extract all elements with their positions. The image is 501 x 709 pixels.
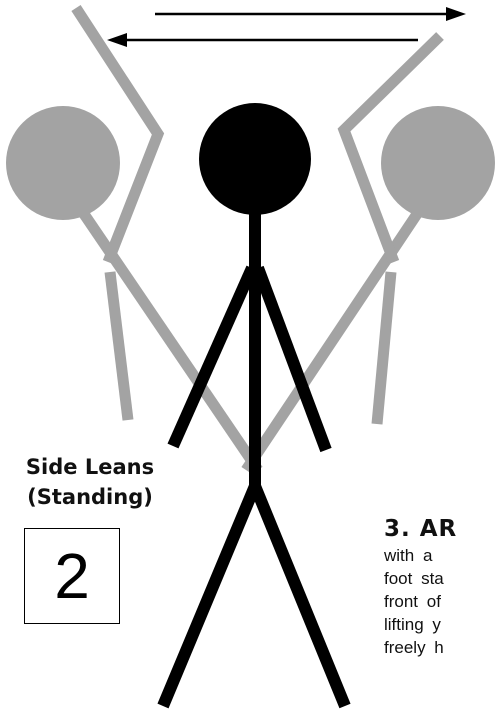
- main-figure: [157, 103, 351, 709]
- direction-arrows: [107, 7, 466, 47]
- main-right-arm: [252, 265, 332, 453]
- main-left-leg: [157, 483, 261, 709]
- ghost-left-raised-arm: [71, 4, 165, 265]
- instruction-line: foot sta: [384, 569, 444, 588]
- exercise-number-box: 2: [24, 528, 120, 624]
- instruction-heading: 3. AR: [384, 516, 458, 542]
- ghost-right-head: [381, 106, 495, 220]
- ghost-right-hanging-arm: [371, 271, 397, 425]
- instruction-line: lifting y: [384, 615, 441, 634]
- instruction-line: with a: [384, 546, 433, 565]
- ghost-left-hanging-arm: [104, 271, 134, 421]
- arrow-right: [155, 7, 466, 21]
- main-head: [199, 103, 311, 215]
- exercise-number: 2: [54, 540, 90, 612]
- ghost-right-raised-arm: [337, 32, 444, 264]
- exercise-title-line2: (Standing): [27, 485, 153, 509]
- arrow-left: [107, 33, 418, 47]
- instruction-line: freely h: [384, 638, 444, 657]
- exercise-title: Side Leans (Standing): [0, 452, 180, 512]
- ghost-left-head: [6, 106, 120, 220]
- exercise-title-line1: Side Leans: [25, 455, 155, 479]
- instruction-text: 3. AR with a foot sta front of lifting y…: [384, 514, 501, 659]
- main-left-arm: [167, 265, 258, 449]
- ghost-figure-left: [6, 4, 263, 474]
- instruction-line: front of: [384, 592, 441, 611]
- ghost-figure-right: [241, 32, 495, 474]
- main-right-leg: [249, 483, 351, 709]
